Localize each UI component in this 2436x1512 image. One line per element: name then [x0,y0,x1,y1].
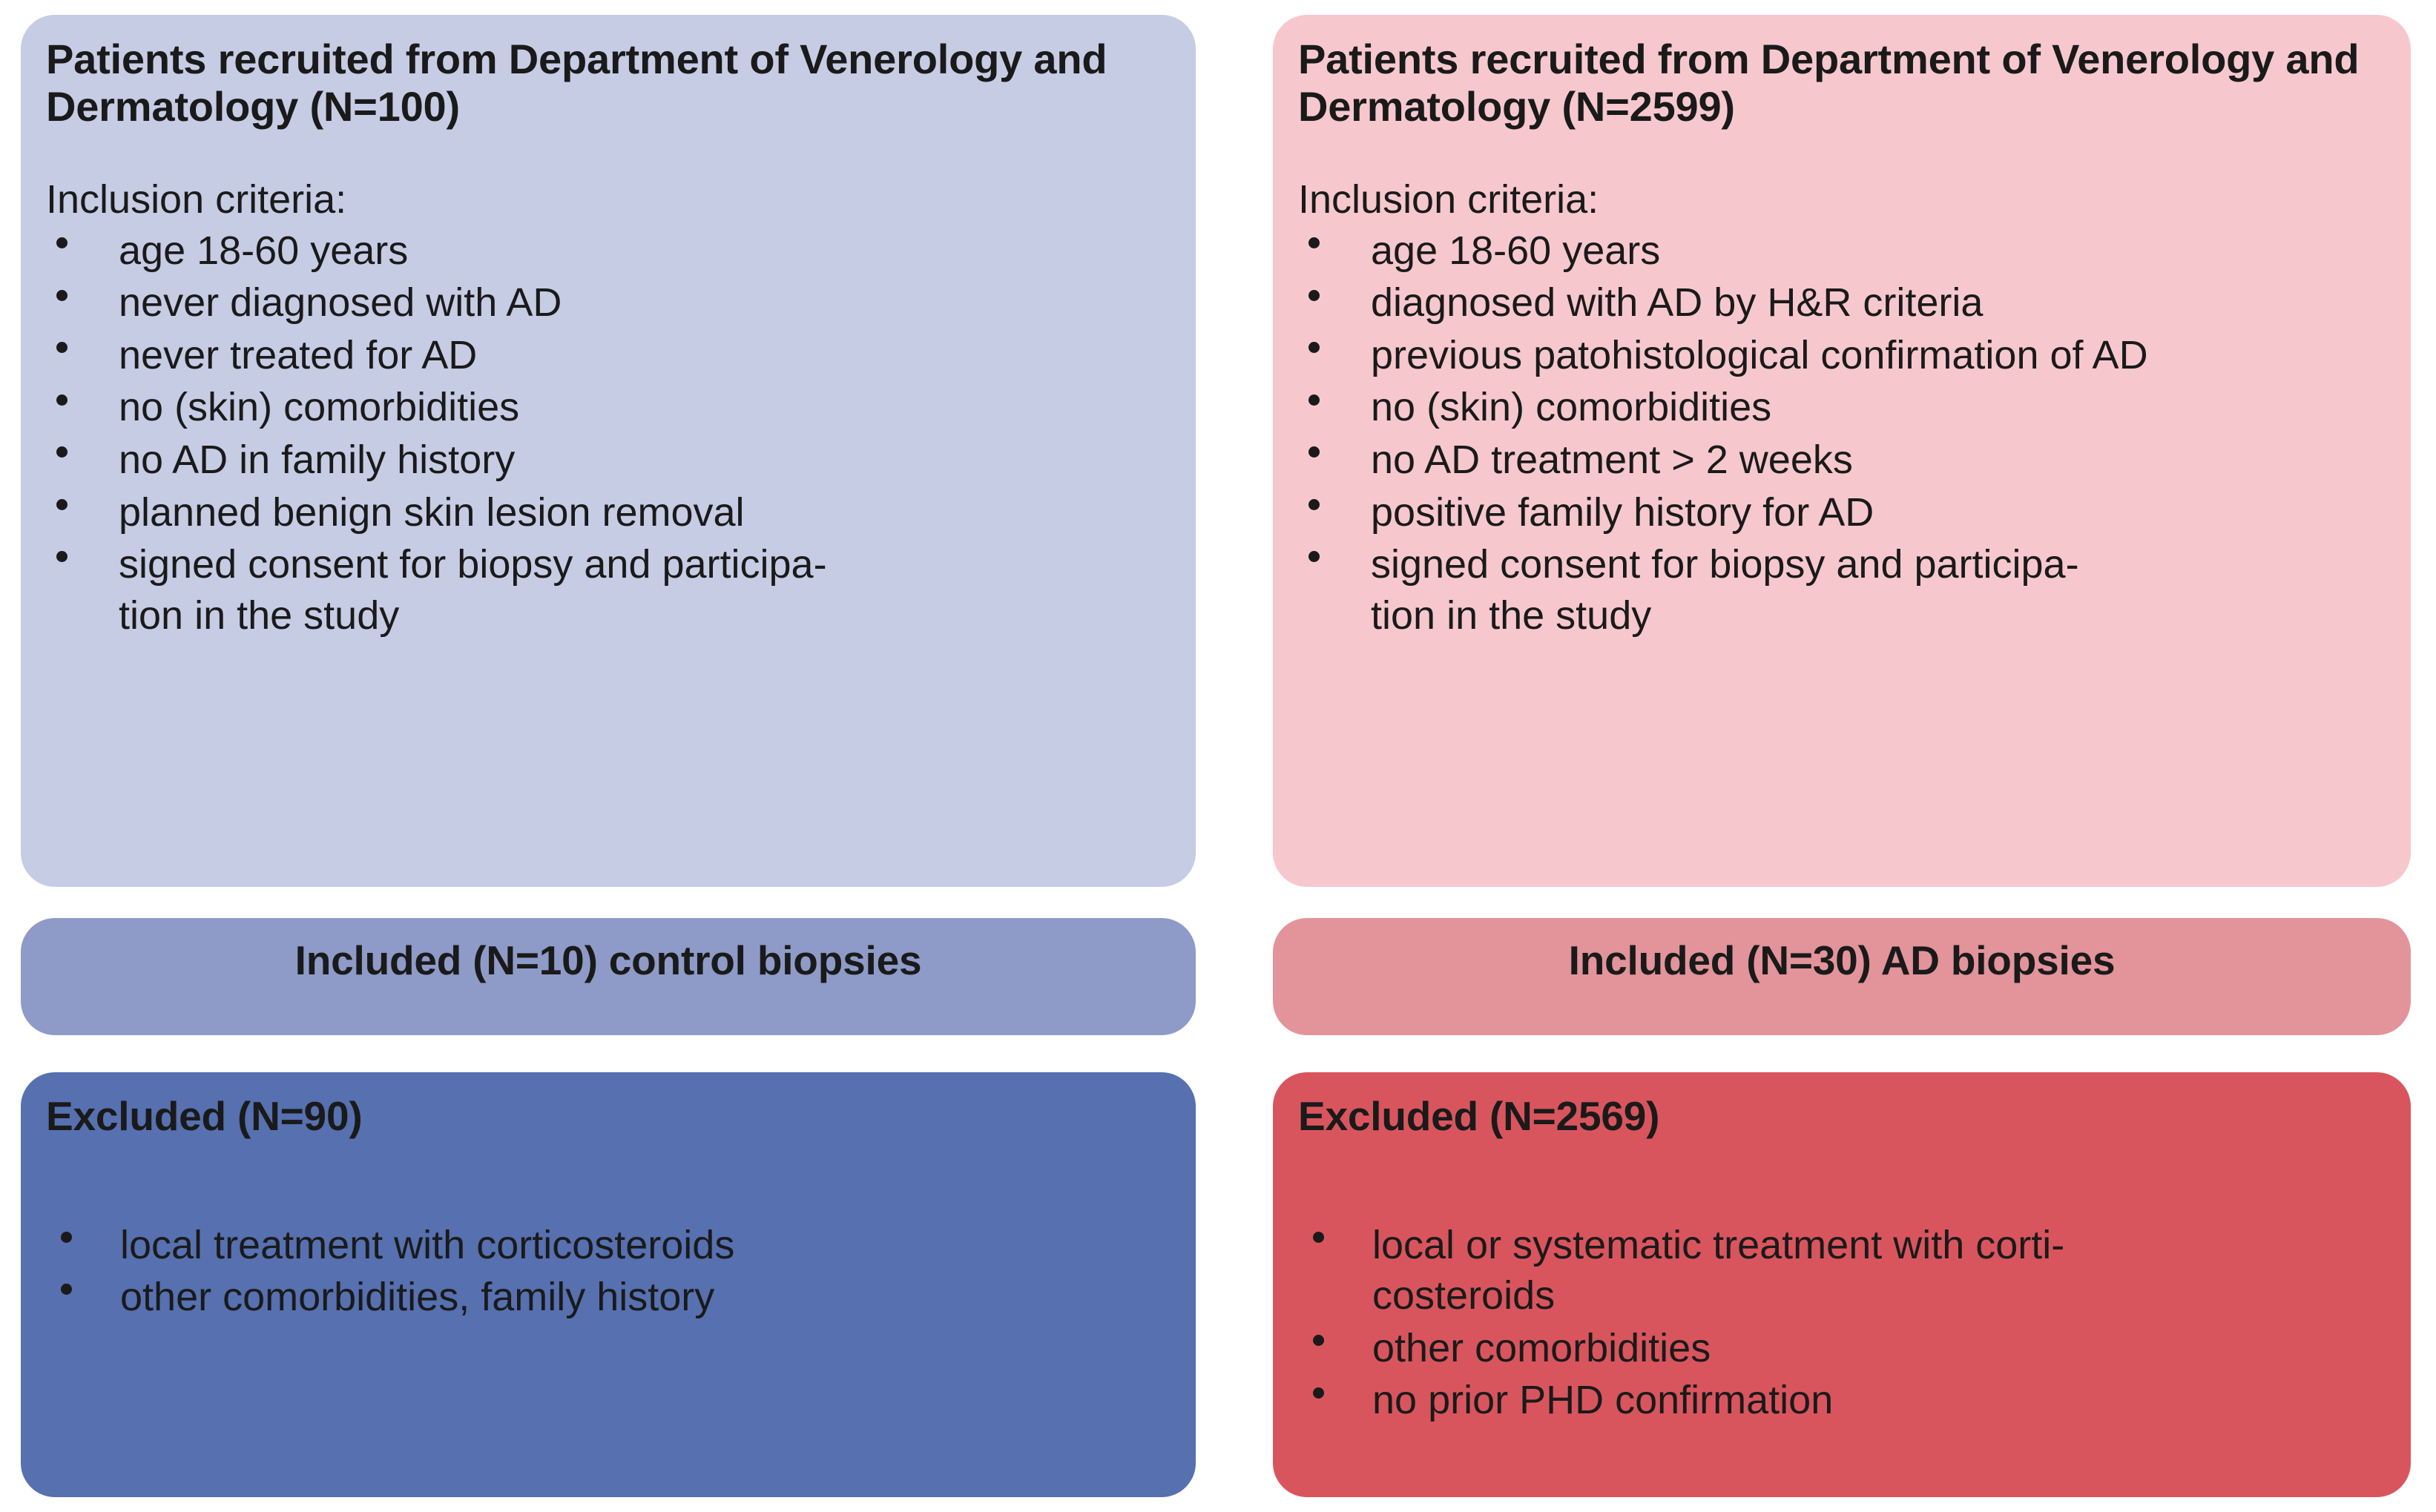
bullet-dot-icon [1308,394,1320,406]
ad-arm-column: Patients recruited from Department of Ve… [1273,0,2411,1512]
bullet-dot-icon [61,1284,72,1295]
list-item: no prior PHD confirmation [1298,1375,2386,1426]
list-item: no (skin) comorbidities [1298,382,2386,433]
list-item-label: age 18-60 years [119,228,409,273]
bullet-dot-icon [1308,237,1320,248]
list-item-label: no (skin) comorbidities [119,385,520,430]
bullet-dot-icon [56,394,68,406]
bullet-dot-icon [1313,1387,1324,1399]
ad-excluded-title: Excluded (N=2569) [1298,1093,1660,1139]
list-item-label: signed consent for biopsy and participa-… [1371,542,2079,638]
bullet-dot-icon [1308,289,1320,301]
list-item-label: local or systematic treatment with corti… [1372,1222,2065,1318]
control-excluded-title: Excluded (N=90) [46,1093,363,1139]
control-recruitment-title: Patients recruited from Department of Ve… [46,36,1107,130]
list-item-label: no AD in family history [119,438,516,483]
control-excluded-card: Excluded (N=90) local treatment with cor… [21,1072,1196,1497]
list-item-label: never treated for AD [119,332,478,377]
control-exclusion-reason-list: local treatment with corticosteroids oth… [46,1220,1171,1323]
bullet-dot-icon [1313,1231,1324,1243]
list-item-label: local treatment with corticosteroids [120,1222,735,1267]
list-item-label: planned benign skin lesion removal [119,489,745,535]
list-item: never diagnosed with AD [46,277,1171,329]
list-item: signed consent for biopsy and participa-… [1298,539,2386,641]
control-inclusion-criteria-list: age 18-60 years never diagnosed with AD … [46,225,1171,641]
list-item-label: never diagnosed with AD [119,280,562,326]
list-item: no AD in family history [46,435,1171,486]
list-item: other comorbidities [1298,1323,2386,1374]
list-item-label: no (skin) comorbidities [1371,385,1772,430]
list-item: no (skin) comorbidities [46,382,1171,433]
list-item-label: no AD treatment > 2 weeks [1371,438,1853,483]
ad-recruitment-card: Patients recruited from Department of Ve… [1273,15,2411,887]
list-item: positive family history for AD [1298,487,2386,538]
list-item-label: no prior PHD confirmation [1372,1378,1834,1423]
ad-included-title: Included (N=30) AD biopsies [1568,937,2116,983]
bullet-dot-icon [56,551,68,563]
list-item-label: other comorbidities, family history [120,1275,715,1320]
bullet-dot-icon [56,498,68,510]
list-item-label: previous patohistological confirmation o… [1371,332,2148,377]
list-item: diagnosed with AD by H&R criteria [1298,277,2386,329]
bullet-dot-icon [56,446,68,458]
control-arm-column: Patients recruited from Department of Ve… [21,0,1196,1512]
bullet-dot-icon [61,1231,72,1243]
control-included-title: Included (N=10) control biopsies [294,937,922,983]
bullet-dot-icon [1308,446,1320,458]
ad-exclusion-reason-list: local or systematic treatment with corti… [1298,1220,2386,1426]
control-included-card: Included (N=10) control biopsies [21,918,1196,1035]
ad-inclusion-criteria-list: age 18-60 years diagnosed with AD by H&R… [1298,225,2386,641]
list-item: age 18-60 years [1298,225,2386,277]
bullet-dot-icon [56,289,68,301]
bullet-dot-icon [56,342,68,354]
list-item-label: other comorbidities [1372,1325,1711,1370]
control-inclusion-criteria-label: Inclusion criteria: [46,176,347,222]
list-item-label: signed consent for biopsy and participa-… [119,542,827,638]
bullet-dot-icon [1308,498,1320,510]
list-item-label: diagnosed with AD by H&R criteria [1371,280,1984,326]
list-item: age 18-60 years [46,225,1171,277]
bullet-dot-icon [1308,551,1320,563]
ad-inclusion-criteria-label: Inclusion criteria: [1298,176,1599,222]
list-item: previous patohistological confirmation o… [1298,330,2386,381]
ad-excluded-card: Excluded (N=2569) local or systematic tr… [1273,1072,2411,1497]
list-item: signed consent for biopsy and participa-… [46,539,1171,641]
list-item-label: positive family history for AD [1371,489,1874,535]
list-item: local or systematic treatment with corti… [1298,1220,2386,1321]
list-item: no AD treatment > 2 weeks [1298,435,2386,486]
list-item: local treatment with corticosteroids [46,1220,1171,1271]
ad-recruitment-title: Patients recruited from Department of Ve… [1298,36,2360,130]
list-item: other comorbidities, family history [46,1272,1171,1323]
list-item-label: age 18-60 years [1371,228,1661,273]
ad-included-card: Included (N=30) AD biopsies [1273,918,2411,1035]
bullet-dot-icon [1313,1335,1324,1347]
list-item: never treated for AD [46,330,1171,381]
bullet-dot-icon [1308,342,1320,354]
control-recruitment-card: Patients recruited from Department of Ve… [21,15,1196,887]
list-item: planned benign skin lesion removal [46,487,1171,538]
bullet-dot-icon [56,237,68,248]
